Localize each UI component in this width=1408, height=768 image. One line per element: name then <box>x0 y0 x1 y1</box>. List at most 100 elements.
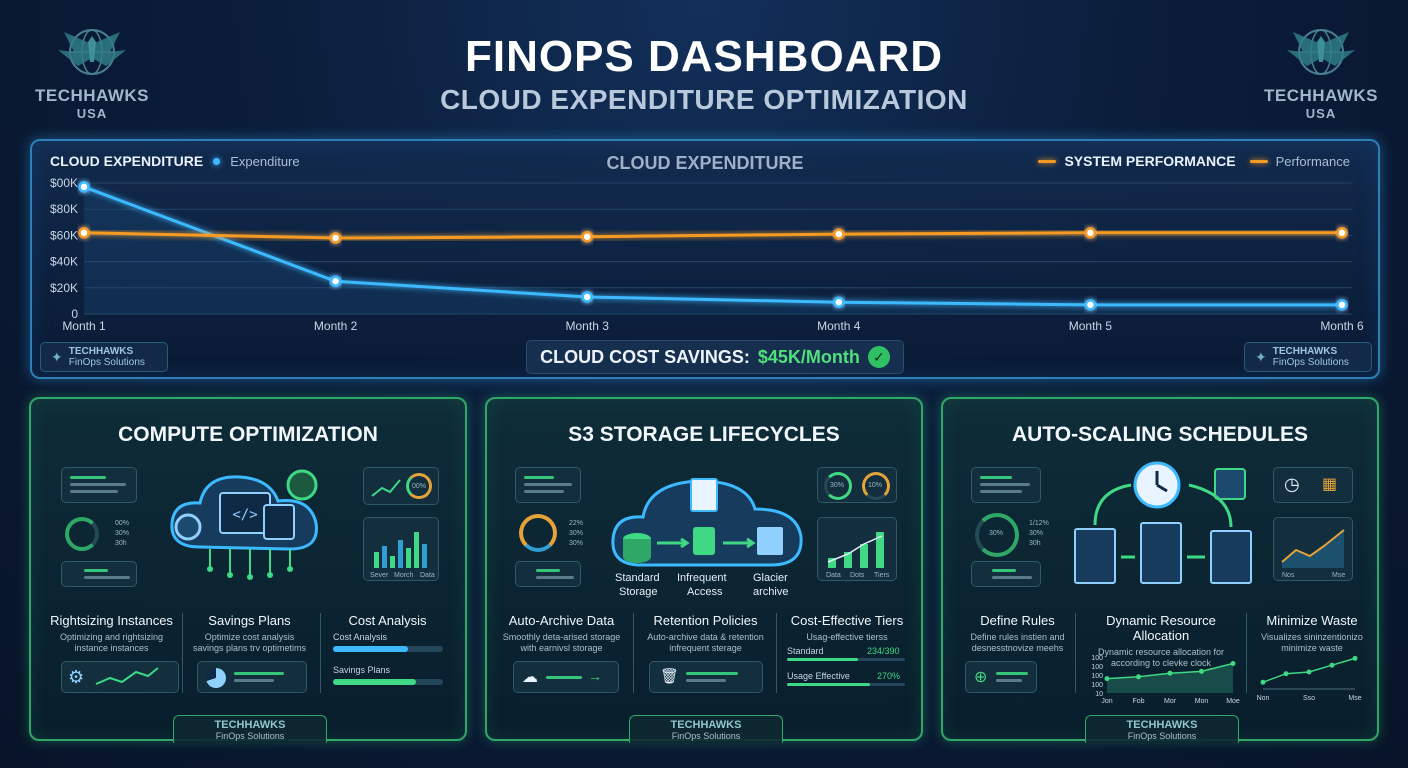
divider <box>1246 613 1247 693</box>
stat-3: 30h <box>1029 540 1041 547</box>
hawk-globe-logo-icon <box>22 22 162 84</box>
allocation-area <box>1107 663 1233 693</box>
usage-effective-progress <box>787 683 905 686</box>
cost-effective-tiers-column: Cost-Effective Tiers Usag-effective tier… <box>777 613 917 643</box>
progress-label: Savings Plans <box>333 665 391 675</box>
clock-icon: ◷ <box>1284 474 1300 494</box>
tier-label: Usage Effective <box>787 671 850 681</box>
performance-title-marker <box>1038 159 1057 163</box>
gear-icon: ⚙ <box>68 667 85 687</box>
mini-area-chart <box>1281 529 1345 568</box>
x-tick-label: Fob <box>1132 698 1144 705</box>
tier-value: 234/390 <box>867 646 900 656</box>
progress-ring-icon <box>406 473 432 499</box>
x-tick-label: Non <box>1257 695 1270 702</box>
hero-label: archive <box>753 586 789 598</box>
chart-label: Nos <box>1282 572 1295 579</box>
performance-point <box>1084 227 1097 239</box>
techhawks-badge-right: ✦ TECHHAWKS FinOps Solutions <box>1244 342 1372 372</box>
mini-bar-chart <box>827 532 884 568</box>
divider <box>633 613 634 693</box>
page-title: FINOPS DASHBOARD <box>464 32 944 81</box>
divider <box>776 613 777 693</box>
ring-value: 30% <box>830 482 845 489</box>
hero-label: Standard <box>615 572 660 584</box>
performance-legend-marker <box>1249 159 1268 163</box>
performance-point <box>1336 227 1348 239</box>
compute-optimization-panel: COMPUTE OPTIMIZATION 00% 30% 30h </> 00% <box>29 397 467 743</box>
x-tick-label: Month 5 <box>1069 319 1113 333</box>
x-tick-label: Mse <box>1348 695 1361 702</box>
svg-text:</>: </> <box>232 507 257 523</box>
allocation-point <box>1104 676 1110 682</box>
expenditure-point <box>1336 299 1348 311</box>
stat-1: 22% <box>569 520 584 527</box>
y-tick-label: $20K <box>50 281 78 295</box>
column-title: Cost Analysis <box>348 613 427 628</box>
hero-label: Glacier <box>753 572 788 584</box>
pie-chart-icon <box>206 668 226 688</box>
column-desc: Smoothly deta-arised storage <box>502 632 621 642</box>
cloud-upload-icon: ☁ <box>522 669 538 686</box>
stat-1: 1/12% <box>1029 520 1049 527</box>
storage-lifecycle-cloud-icon <box>611 478 803 567</box>
column-title: Retention Policies <box>653 613 758 628</box>
page-subtitle: CLOUD EXPENDITURE OPTIMIZATION <box>440 84 968 115</box>
brand-sub: USA <box>1305 106 1337 121</box>
x-tick-label: Mor <box>1164 698 1177 705</box>
stat-3: 30h <box>115 540 127 547</box>
column-desc: Define rules instien and <box>970 632 1065 642</box>
stats-card <box>515 467 581 503</box>
expenditure-chart-panel: CLOUD EXPENDITURE Expenditure CLOUD EXPE… <box>30 139 1380 379</box>
expenditure-point <box>1084 299 1097 311</box>
trash-bin-icon: 🗑 <box>660 668 680 685</box>
savings-plans-progress <box>333 679 443 685</box>
column-desc: savings plans trv optimetims <box>192 643 307 653</box>
retention-policies-column: Retention Policies Auto-archive data & r… <box>639 613 772 654</box>
divider <box>1075 613 1076 693</box>
expenditure-series-line <box>83 185 1342 307</box>
growth-bars-icon <box>371 479 401 497</box>
x-tick-label: Month 2 <box>314 319 358 333</box>
column-desc: according to clevke clock <box>1110 658 1212 668</box>
column-title: Minimize Waste <box>1266 613 1358 628</box>
waste-point <box>1306 669 1312 675</box>
panel-title: COMPUTE OPTIMIZATION <box>118 423 378 446</box>
hawk-globe-logo-icon <box>1251 22 1391 84</box>
column-title: Define Rules <box>980 613 1055 628</box>
chart-left-header: CLOUD EXPENDITURE Expenditure <box>50 153 300 169</box>
chart-label: Tiers <box>874 572 890 579</box>
globe-gear-icon: ⊕ <box>974 669 988 686</box>
waste-point <box>1329 662 1335 668</box>
badge-title: TECHHAWKS <box>68 346 134 357</box>
column-desc: instance instances <box>74 643 149 653</box>
expenditure-legend-marker <box>213 157 221 165</box>
hero-label: Storage <box>619 586 658 598</box>
waste-point <box>1260 679 1266 685</box>
allocation-point <box>1199 668 1204 674</box>
column-desc: Auto-archive data & retention <box>647 632 764 642</box>
stats-card <box>971 561 1041 587</box>
stats-card <box>515 561 581 587</box>
savings-plans-column: Savings Plans Optimize cost analysis sav… <box>183 613 316 654</box>
badge-title: TECHHAWKS <box>1272 346 1338 357</box>
column-desc: Optimizing and rightsizing <box>59 632 164 642</box>
savings-value: $45K/Month <box>757 346 860 367</box>
bar-chart-card: Data Dots Tiers <box>817 517 897 581</box>
column-title: Dynamic Resource Allocation <box>1106 613 1216 643</box>
performance-point <box>833 228 845 240</box>
progress-ring-icon <box>824 472 852 500</box>
waste-point <box>1283 671 1289 677</box>
auto-archive-column: Auto-Archive Data Smoothly deta-arised s… <box>495 613 628 654</box>
expenditure-point <box>581 291 593 303</box>
progress-label: Cost Analysis <box>333 632 388 642</box>
stat-2: 30% <box>569 530 584 537</box>
chart-label: Sever <box>370 572 389 579</box>
scaling-servers-clock-icon <box>1074 461 1252 584</box>
x-tick-label: Moe <box>1226 698 1240 705</box>
hawk-icon: ✦ <box>1255 348 1267 365</box>
minimize-waste-column: Minimize Waste Visualizes sininzentioniz… <box>1247 613 1377 654</box>
expenditure-point <box>329 275 342 287</box>
footer-title: TECHHAWKS <box>670 719 742 731</box>
